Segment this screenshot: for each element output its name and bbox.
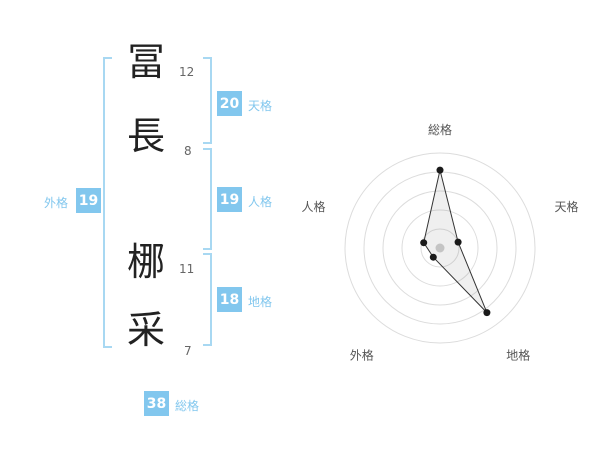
radar-data-point xyxy=(454,238,462,246)
chikaku-value-badge: 18 xyxy=(217,287,242,312)
radar-data-point xyxy=(436,166,444,174)
name-character-4: 采 xyxy=(126,308,165,352)
radar-axis-label: 地格 xyxy=(506,348,530,363)
name-character-2: 長 xyxy=(126,114,165,158)
stroke-count-2: 8 xyxy=(184,144,192,158)
radar-center-dot xyxy=(435,243,445,253)
gaikaku-bracket xyxy=(103,57,112,348)
tenkaku-value-badge: 20 xyxy=(217,91,242,116)
radar-data-point xyxy=(420,239,428,247)
name-character-3: 梛 xyxy=(126,240,165,284)
radar-data-point xyxy=(429,253,437,261)
stroke-count-3: 11 xyxy=(179,262,195,276)
jinkaku-label: 人格 xyxy=(248,195,273,209)
gaikaku-value-badge: 19 xyxy=(76,188,101,213)
chikaku-label: 地格 xyxy=(248,295,273,309)
name-character-1: 冨 xyxy=(126,40,165,84)
jinkaku-value-badge: 19 xyxy=(217,187,242,212)
gaikaku-label: 外格 xyxy=(44,196,69,210)
stroke-count-1: 12 xyxy=(179,65,195,79)
tenkaku-label: 天格 xyxy=(248,99,273,113)
soukaku-label: 総格 xyxy=(175,399,200,413)
radar-axis-label: 天格 xyxy=(554,199,578,214)
tenkaku-bracket xyxy=(203,57,212,144)
radar-axis-label: 総格 xyxy=(428,122,452,137)
jinkaku-bracket xyxy=(203,148,212,250)
soukaku-value-badge: 38 xyxy=(144,391,169,416)
radar-axis-label: 人格 xyxy=(301,199,325,214)
stroke-count-4: 7 xyxy=(184,344,192,358)
radar-axis-label: 外格 xyxy=(350,348,374,363)
chikaku-bracket xyxy=(203,253,212,346)
radar-data-point xyxy=(483,309,491,317)
